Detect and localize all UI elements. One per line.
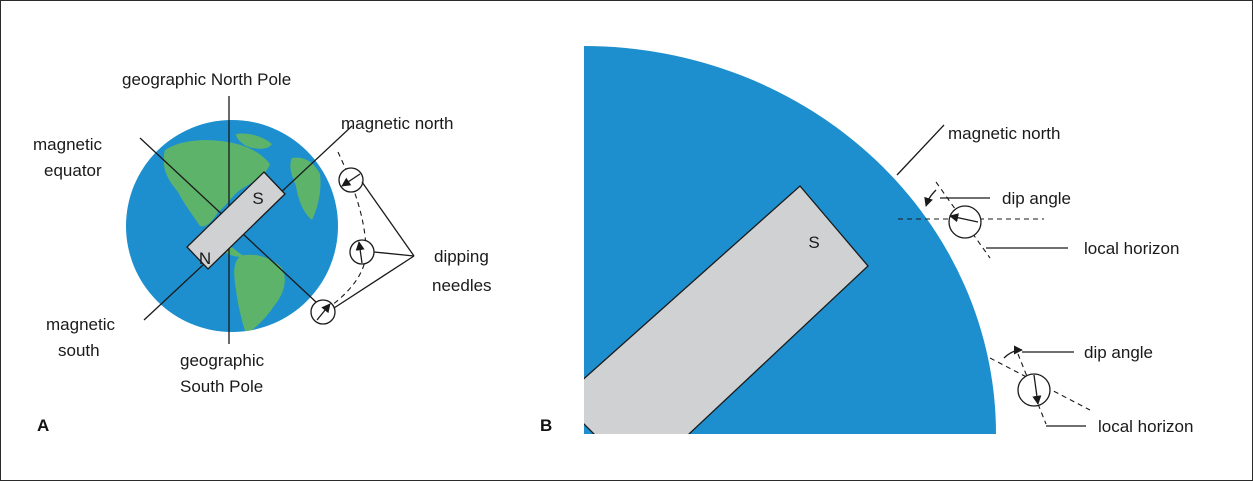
dip-needle-bottom bbox=[989, 345, 1091, 427]
dipping-needle-3 bbox=[310, 299, 336, 325]
geographic-north-pole-label: geographic North Pole bbox=[122, 70, 291, 89]
magnet-south-pole-label: S bbox=[252, 189, 263, 208]
north-america-landmass bbox=[163, 140, 270, 227]
magnetic-equator-label-1: magnetic bbox=[33, 135, 102, 154]
dipping-needle-1 bbox=[338, 167, 364, 193]
magnetic-north-label-b: magnetic north bbox=[948, 124, 1060, 143]
magnetic-north-label-a: magnetic north bbox=[341, 114, 453, 133]
magnetic-equator-label-2: equator bbox=[44, 161, 102, 180]
magnet-north-pole-label: N bbox=[199, 249, 211, 268]
magnet-b-south-pole-label: S bbox=[808, 233, 819, 252]
panel-a: S N geographic North Pole magnetic bbox=[33, 70, 492, 435]
dip-needle-top bbox=[898, 181, 1068, 259]
geographic-south-pole-label-2: South Pole bbox=[180, 377, 263, 396]
dipping-needles-label-2: needles bbox=[432, 276, 492, 295]
panel-b: S magnetic north dip angle local horizon bbox=[540, 46, 1193, 436]
panel-a-letter: A bbox=[37, 416, 49, 435]
geographic-south-pole-label-1: geographic bbox=[180, 351, 265, 370]
south-america-landmass bbox=[234, 254, 285, 332]
dip-angle-label-top: dip angle bbox=[1002, 189, 1071, 208]
magnetic-south-label-2: south bbox=[58, 341, 100, 360]
dipping-needles-label-1: dipping bbox=[434, 247, 489, 266]
dipping-needle-2 bbox=[349, 239, 375, 265]
local-horizon-label-bottom: local horizon bbox=[1098, 417, 1193, 436]
panel-b-letter: B bbox=[540, 416, 552, 435]
magnetic-south-label-1: magnetic bbox=[46, 315, 115, 334]
bar-magnet-a: S N bbox=[186, 171, 286, 270]
dip-angle-label-bottom: dip angle bbox=[1084, 343, 1153, 362]
magnetic-north-leader-b bbox=[896, 124, 945, 176]
dipping-needles-group bbox=[310, 151, 415, 325]
bar-magnet-b bbox=[584, 185, 869, 434]
local-horizon-label-top: local horizon bbox=[1084, 239, 1179, 258]
